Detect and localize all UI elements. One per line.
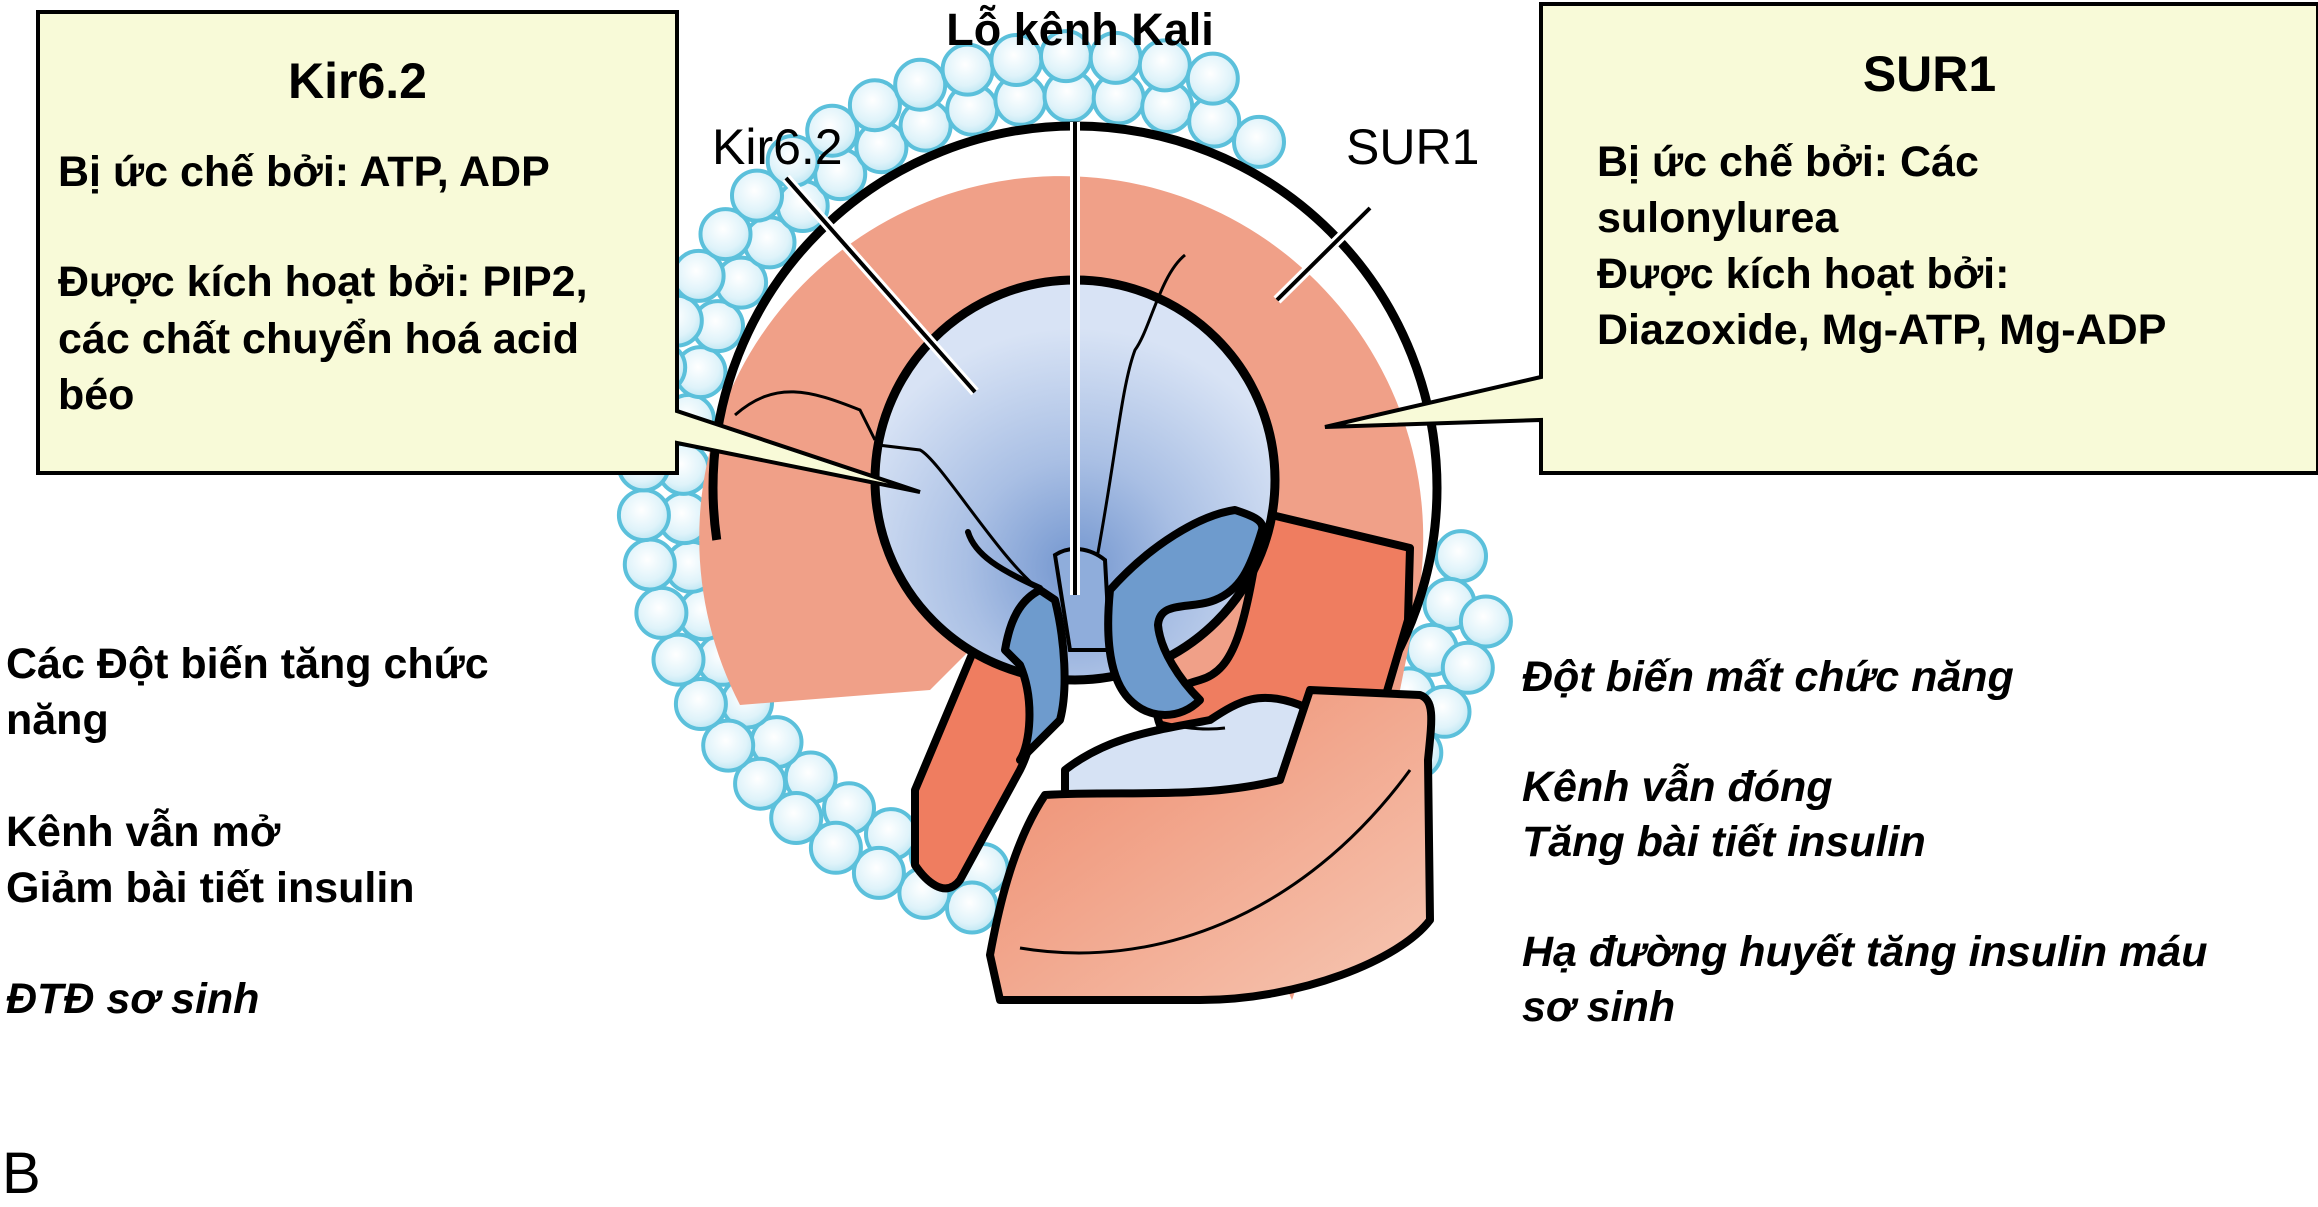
lipid-bead <box>673 677 728 731</box>
kir62-box-title: Kir6.2 <box>288 53 427 109</box>
gain-of-function-effect-1: Kênh vẫn mở <box>6 808 281 856</box>
gain-of-function-heading-2: năng <box>6 696 109 744</box>
kir62-activated-by-3: béo <box>58 371 135 419</box>
lipid-bead <box>1458 594 1513 649</box>
kir62-domain-left <box>1001 586 1069 764</box>
loss-of-function-disease-2: sơ sinh <box>1522 983 1676 1031</box>
gain-of-function-disease: ĐTĐ sơ sinh <box>6 975 260 1023</box>
kir62-structure-label: Kir6.2 <box>712 119 843 175</box>
lipid-bead <box>1232 114 1286 169</box>
lipid-bead <box>622 537 677 592</box>
lipid-bead <box>893 57 948 112</box>
lipid-bead <box>808 820 863 875</box>
lipid-bead <box>1440 640 1495 695</box>
lipid-bead <box>847 78 902 133</box>
loss-of-function-effect-1: Kênh vẫn đóng <box>1522 763 1833 811</box>
sur1-structure-label: SUR1 <box>1346 119 1480 175</box>
gain-of-function-heading-1: Các Đột biến tăng chức <box>6 640 489 688</box>
lipid-bead <box>1434 529 1488 584</box>
sur1-callout-box <box>1324 2 2318 475</box>
lipid-bead <box>733 756 788 811</box>
sur1-box-title: SUR1 <box>1862 46 1997 102</box>
sur1-activated-by-1: Được kích hoạt bởi: <box>1597 250 2010 298</box>
sur1-bottom-block <box>986 686 1436 1004</box>
lipid-bead <box>730 168 784 223</box>
kir62-callout-box <box>36 10 921 494</box>
lipid-bead <box>616 488 671 543</box>
lipid-bead <box>769 791 824 845</box>
lipid-bead <box>1185 51 1240 106</box>
kir62-activated-by-1: Được kích hoạt bởi: PIP2, <box>58 258 588 306</box>
sur1-inhibited-by-2: sulonylurea <box>1597 194 1839 242</box>
loss-of-function-effect-2: Tăng bài tiết insulin <box>1522 818 1926 866</box>
gain-of-function-effect-2: Giảm bài tiết insulin <box>6 864 415 912</box>
kir62-activated-by-2: các chất chuyển hoá acid <box>58 315 579 363</box>
lipid-bead <box>851 845 906 900</box>
lipid-bead <box>651 632 706 687</box>
sur1-activated-by-2: Diazoxide, Mg-ATP, Mg-ADP <box>1597 306 2167 354</box>
loss-of-function-heading: Đột biến mất chức năng <box>1522 653 2014 701</box>
lipid-bead <box>698 207 753 262</box>
lipid-bead <box>805 103 860 158</box>
figure-panel-label: B <box>2 1141 41 1206</box>
lipid-bead <box>634 585 689 640</box>
lipid-bead <box>701 718 756 773</box>
loss-of-function-disease-1: Hạ đường huyết tăng insulin máu <box>1522 928 2208 976</box>
sur1-inhibited-by-1: Bị ức chế bởi: Các <box>1597 138 1979 186</box>
kir62-inhibited-by: Bị ức chế bởi: ATP, ADP <box>58 148 550 196</box>
kir62-domain-right <box>1104 506 1267 719</box>
diagram-title: Lỗ kênh Kali <box>946 4 1214 55</box>
